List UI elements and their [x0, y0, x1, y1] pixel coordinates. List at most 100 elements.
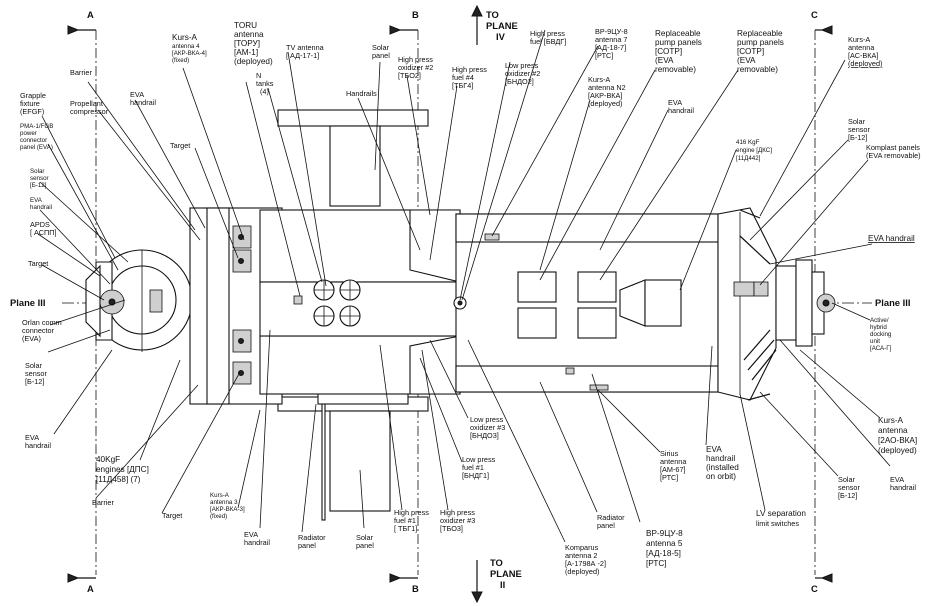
label-eva-handrail-b-2: handrail	[244, 538, 270, 547]
label-kurs4-1: Kurs-A	[172, 33, 198, 42]
label-propellant-compressor-2: compressor	[70, 107, 109, 116]
to-plane-iv-line-2: PLANE	[486, 20, 518, 31]
label-apds-1: APDS	[30, 220, 50, 229]
label-pump1-3: [СОТР]	[655, 47, 682, 56]
label-pump1-1: Replaceable	[655, 29, 701, 38]
leader-lines	[37, 29, 891, 543]
label-solar-sensor-ll-2: sensor	[25, 369, 47, 378]
section-c-bottom: C	[811, 583, 818, 594]
label-handrails-top: Handrails	[346, 89, 377, 98]
label-kurs4-4: (fixed)	[172, 57, 189, 64]
label-ss-br-3: [Б-12]	[838, 491, 857, 500]
label-tv-1: TV antenna	[286, 43, 325, 52]
label-solar-sensor-l-3: [Б-12]	[30, 182, 47, 189]
label-hpf1-3: [ ТБГ1]	[394, 524, 417, 533]
label-radiator-b-2: panel	[298, 541, 316, 550]
label-radiator-b-1: Radiator	[298, 533, 326, 542]
label-toru-2: antenna	[234, 30, 264, 39]
svg-text:TV antenna[ АД-17-1]: TV antenna[ АД-17-1]	[286, 43, 325, 60]
label-lpo3-1: Low press	[470, 415, 504, 424]
label-kurs-n2-3: [АКР-ВКА]	[588, 91, 622, 100]
label-eva-handrail-b-1: EVA	[244, 530, 258, 539]
label-hpo2-3: [ТБО2]	[398, 71, 421, 80]
label-kurs-avka-2: antenna	[848, 43, 875, 52]
label-komparus-1: Komparus	[565, 543, 599, 552]
label-grapple-1: Grapple	[20, 91, 46, 100]
label-kurs3-2: antenna 3	[210, 499, 238, 506]
label-lpf1-1: Low press	[462, 455, 496, 464]
label-eva-handrail-fr-2: handrail	[890, 483, 916, 492]
label-hpo3-2: oxidizer #3	[440, 516, 475, 525]
label-pump2-5: removable)	[737, 65, 778, 74]
label-engine416-3: [11Д442]	[736, 155, 761, 162]
label-vr9-7-3: [АД-18-7]	[595, 43, 626, 52]
label-kurs3-4: (fixed)	[210, 513, 227, 520]
label-eva-onorbit-4: on orbit)	[706, 472, 736, 481]
to-plane-ii-line-2: PLANE	[490, 568, 522, 579]
label-komplast-1: Komplast panels	[866, 143, 920, 152]
label-target-bottom: Target	[162, 511, 182, 520]
label-kurs-avka-1: Kurs-A	[848, 35, 870, 44]
label-kurs-2avka-2: antenna	[878, 426, 908, 435]
label-kurs-n2-4: (deployed)	[588, 99, 622, 108]
plane-iii-left: Plane III	[10, 297, 45, 308]
svg-text:Barrier: Barrier	[70, 68, 92, 77]
label-engines-dps-3: [11Д458] (7)	[96, 475, 141, 484]
label-lpo2-2: oxidizer #2	[505, 69, 540, 78]
label-vr9-5-3: [АД-18-5]	[646, 549, 681, 558]
section-b-top: B	[412, 9, 419, 20]
label-engines-dps-2: engines [ДПС]	[96, 465, 149, 474]
label-vr9-7-1: ВР-9ЦУ-8	[595, 27, 628, 36]
label-eva-handrail-m-2: handrail	[668, 106, 694, 115]
svg-text:APDS[ АСПП]: APDS[ АСПП]	[30, 220, 57, 237]
label-vr9-7-2: antenna 7	[595, 35, 627, 44]
label-toru-4: [АМ-1]	[234, 48, 258, 57]
label-active-hybrid-2: hybrid	[870, 324, 887, 331]
label-pma-3: connector	[20, 137, 47, 144]
label-active-hybrid-4: unit	[870, 338, 880, 345]
label-kurs4-3: [АКР-ВКА-4]	[172, 50, 207, 57]
label-kurs-2avka-3: [2АО-ВКА]	[878, 436, 917, 445]
label-lpo2-1: Low press	[505, 61, 539, 70]
label-pump1-5: removable)	[655, 65, 696, 74]
label-kurs3-3: [АКР-ВКА-3]	[210, 506, 245, 513]
label-active-hybrid-1: Active/	[870, 317, 889, 324]
label-vr9-5-2: antenna 5	[646, 539, 683, 548]
label-grapple-2: fixture	[20, 99, 40, 108]
section-c-top: C	[811, 9, 818, 20]
label-komparus-2: antenna 2	[565, 551, 597, 560]
label-kurs-avka-3: [АС-ВКА]	[848, 51, 878, 60]
label-toru-3: [ТОРУ]	[234, 39, 260, 48]
label-eva-handrail-tl-2: handrail	[130, 98, 156, 107]
label-target-left: Target	[28, 259, 48, 268]
label-orlan-3: (EVA)	[22, 334, 41, 343]
label-radiator-r-1: Radiator	[597, 513, 625, 522]
label-pump1-4: (EVA	[655, 56, 674, 65]
to-plane-iv-line-3: IV	[496, 31, 506, 42]
label-hpo3-1: High press	[440, 508, 475, 517]
label-kurs-2avka-1: Kurs-A	[878, 416, 904, 425]
label-lv-sep-1: LV separation	[756, 509, 806, 518]
